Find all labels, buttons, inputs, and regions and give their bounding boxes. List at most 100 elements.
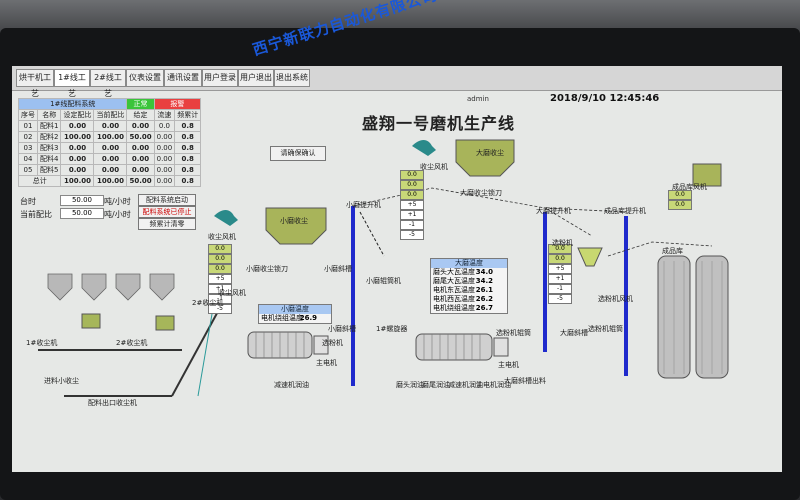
temp-value: 26.1 (475, 286, 493, 294)
increment-button[interactable]: +5 (208, 274, 232, 284)
label-small-motor2: 小磨斜槽 (328, 325, 356, 333)
increment-button[interactable]: +1 (548, 274, 572, 284)
clear-button[interactable]: 频累计清零 (138, 218, 196, 230)
fan-b-controls: 0.0 0.0 0.0 +5 +1 -1 -5 (400, 170, 424, 240)
recipe-caption: 1#线配料系统 (17, 98, 128, 110)
label-fan-c: 收尘风机 (218, 289, 246, 297)
label-big-motor: 主电机 (498, 361, 519, 369)
label-roller-a: 选粉机辊筒 (496, 329, 531, 337)
tab-dryer[interactable]: 烘干机工艺 (16, 69, 54, 98)
process-diagram (38, 139, 729, 397)
separator-controls: 0.0 0.0 +5 +1 -1 -5 (548, 244, 572, 304)
label-big-valve: 大磨收尘锁刀 (460, 189, 502, 197)
label-big-screw2: 大磨斜槽 (560, 329, 588, 337)
cell: 0.8 (174, 175, 202, 187)
value-cell: 0.0 (548, 244, 572, 254)
tab-logout[interactable]: 用户退出 (238, 69, 274, 87)
increment-button[interactable]: +1 (400, 210, 424, 220)
panel-title: 大磨温度 (431, 259, 507, 268)
temp-value: 26.9 (299, 314, 317, 322)
label-big-oil4: 主电机润油 (476, 381, 511, 389)
value-cell: 0.0 (208, 254, 232, 264)
label-small-valve: 小磨收尘锁刀 (246, 265, 288, 273)
label-separator-fan: 选粉机风机 (598, 295, 633, 303)
label-big-oil3: 减速机润油 (448, 381, 483, 389)
label-beltA: 2#收尘机 (192, 299, 224, 307)
tab-exit[interactable]: 退出系统 (274, 69, 310, 87)
label-big-oil2: 磨尾润油 (422, 381, 450, 389)
small-dust-collector (265, 207, 327, 245)
stop-button[interactable]: 配料系统已停止 (138, 206, 196, 218)
connector (197, 313, 213, 397)
decrement-button[interactable]: -5 (400, 230, 424, 240)
current-value: 50.00 (60, 208, 104, 219)
fan-icon (412, 140, 436, 156)
temp-label: 磨尾大瓦温度 (433, 277, 475, 285)
tab-comm[interactable]: 通讯设置 (164, 69, 202, 87)
big-mill-motor (493, 337, 509, 357)
temp-value: 34.2 (475, 277, 493, 285)
label-small-hoist: 小磨提升机 (346, 201, 381, 209)
confirm-button[interactable]: 请确保确认 (270, 146, 326, 161)
label-fan-a: 收尘风机 (208, 233, 236, 241)
rate-label: 台时 (20, 197, 36, 206)
hmi-screen: 烘干机工艺 1#线工艺 2#线工艺 仪表设置 通讯设置 用户登录 用户退出 退出… (12, 66, 782, 472)
temp-label: 磨头大瓦温度 (433, 268, 475, 276)
increment-button[interactable]: +5 (400, 200, 424, 210)
temp-label: 电机绕组温度 (433, 304, 475, 312)
increment-button[interactable]: +1 (208, 284, 232, 294)
label-roller-c: 选粉机辊筒 (588, 325, 623, 333)
status-normal: 正常 (126, 98, 155, 110)
dust-collector-2 (155, 315, 175, 331)
top-tabbar: 烘干机工艺 1#线工艺 2#线工艺 仪表设置 通讯设置 用户登录 用户退出 退出… (12, 66, 782, 98)
current-user: admin (467, 95, 489, 103)
silo-lines (663, 261, 723, 374)
label-storage-hoist: 成品库提升机 (604, 207, 646, 215)
tab-instrument[interactable]: 仪表设置 (126, 69, 164, 87)
value-cell: 0.0 (668, 200, 692, 210)
cell: 50.00 (126, 175, 155, 187)
temp-label: 电机西瓦温度 (433, 295, 475, 303)
storage-fan-controls: 0.0 0.0 (668, 190, 692, 210)
label-separator: 选粉机 (552, 239, 573, 247)
label-big-oil1: 磨头润油 (396, 381, 424, 389)
cell: 100.00 (60, 175, 95, 187)
value-cell: 0.0 (400, 180, 424, 190)
big-dust-collector (455, 139, 515, 177)
tab-line1[interactable]: 1#线工艺 (54, 69, 90, 98)
decrement-button[interactable]: -1 (548, 284, 572, 294)
label-belt2: 2#收尘机 (116, 339, 148, 347)
rate-input[interactable]: 50.00 (60, 195, 104, 206)
value-cell: 0.0 (400, 190, 424, 200)
label-small-motor: 主电机 (316, 359, 337, 367)
small-mill-motor (313, 335, 329, 355)
flow-line (352, 187, 627, 213)
tab-login[interactable]: 用户登录 (202, 69, 238, 87)
label-big-screw: 1#螺旋器 (376, 325, 408, 333)
increment-button[interactable]: +5 (548, 264, 572, 274)
temp-label: 电机东瓦温度 (433, 286, 475, 294)
decrement-button[interactable]: -5 (548, 294, 572, 304)
decrement-button[interactable]: -1 (400, 220, 424, 230)
cell: 0.00 (153, 175, 176, 187)
current-label: 当前配比 (20, 210, 52, 219)
inclined-belt (171, 303, 223, 397)
start-button[interactable]: 配料系统启动 (138, 194, 196, 206)
label-storage-fan: 成品库风机 (672, 183, 707, 191)
value-cell: 0.0 (548, 254, 572, 264)
decrement-button[interactable]: -5 (208, 304, 232, 314)
decrement-button[interactable]: -1 (208, 294, 232, 304)
tab-line2[interactable]: 2#线工艺 (90, 69, 126, 98)
cell: 50.00 (126, 131, 155, 143)
page-title: 盛翔一号磨机生产线 (362, 114, 516, 133)
separator (577, 247, 603, 267)
cell: 0.00 (126, 120, 155, 132)
cell: 总计 (17, 175, 62, 187)
label-big-dust: 大磨收尘 (476, 149, 504, 157)
